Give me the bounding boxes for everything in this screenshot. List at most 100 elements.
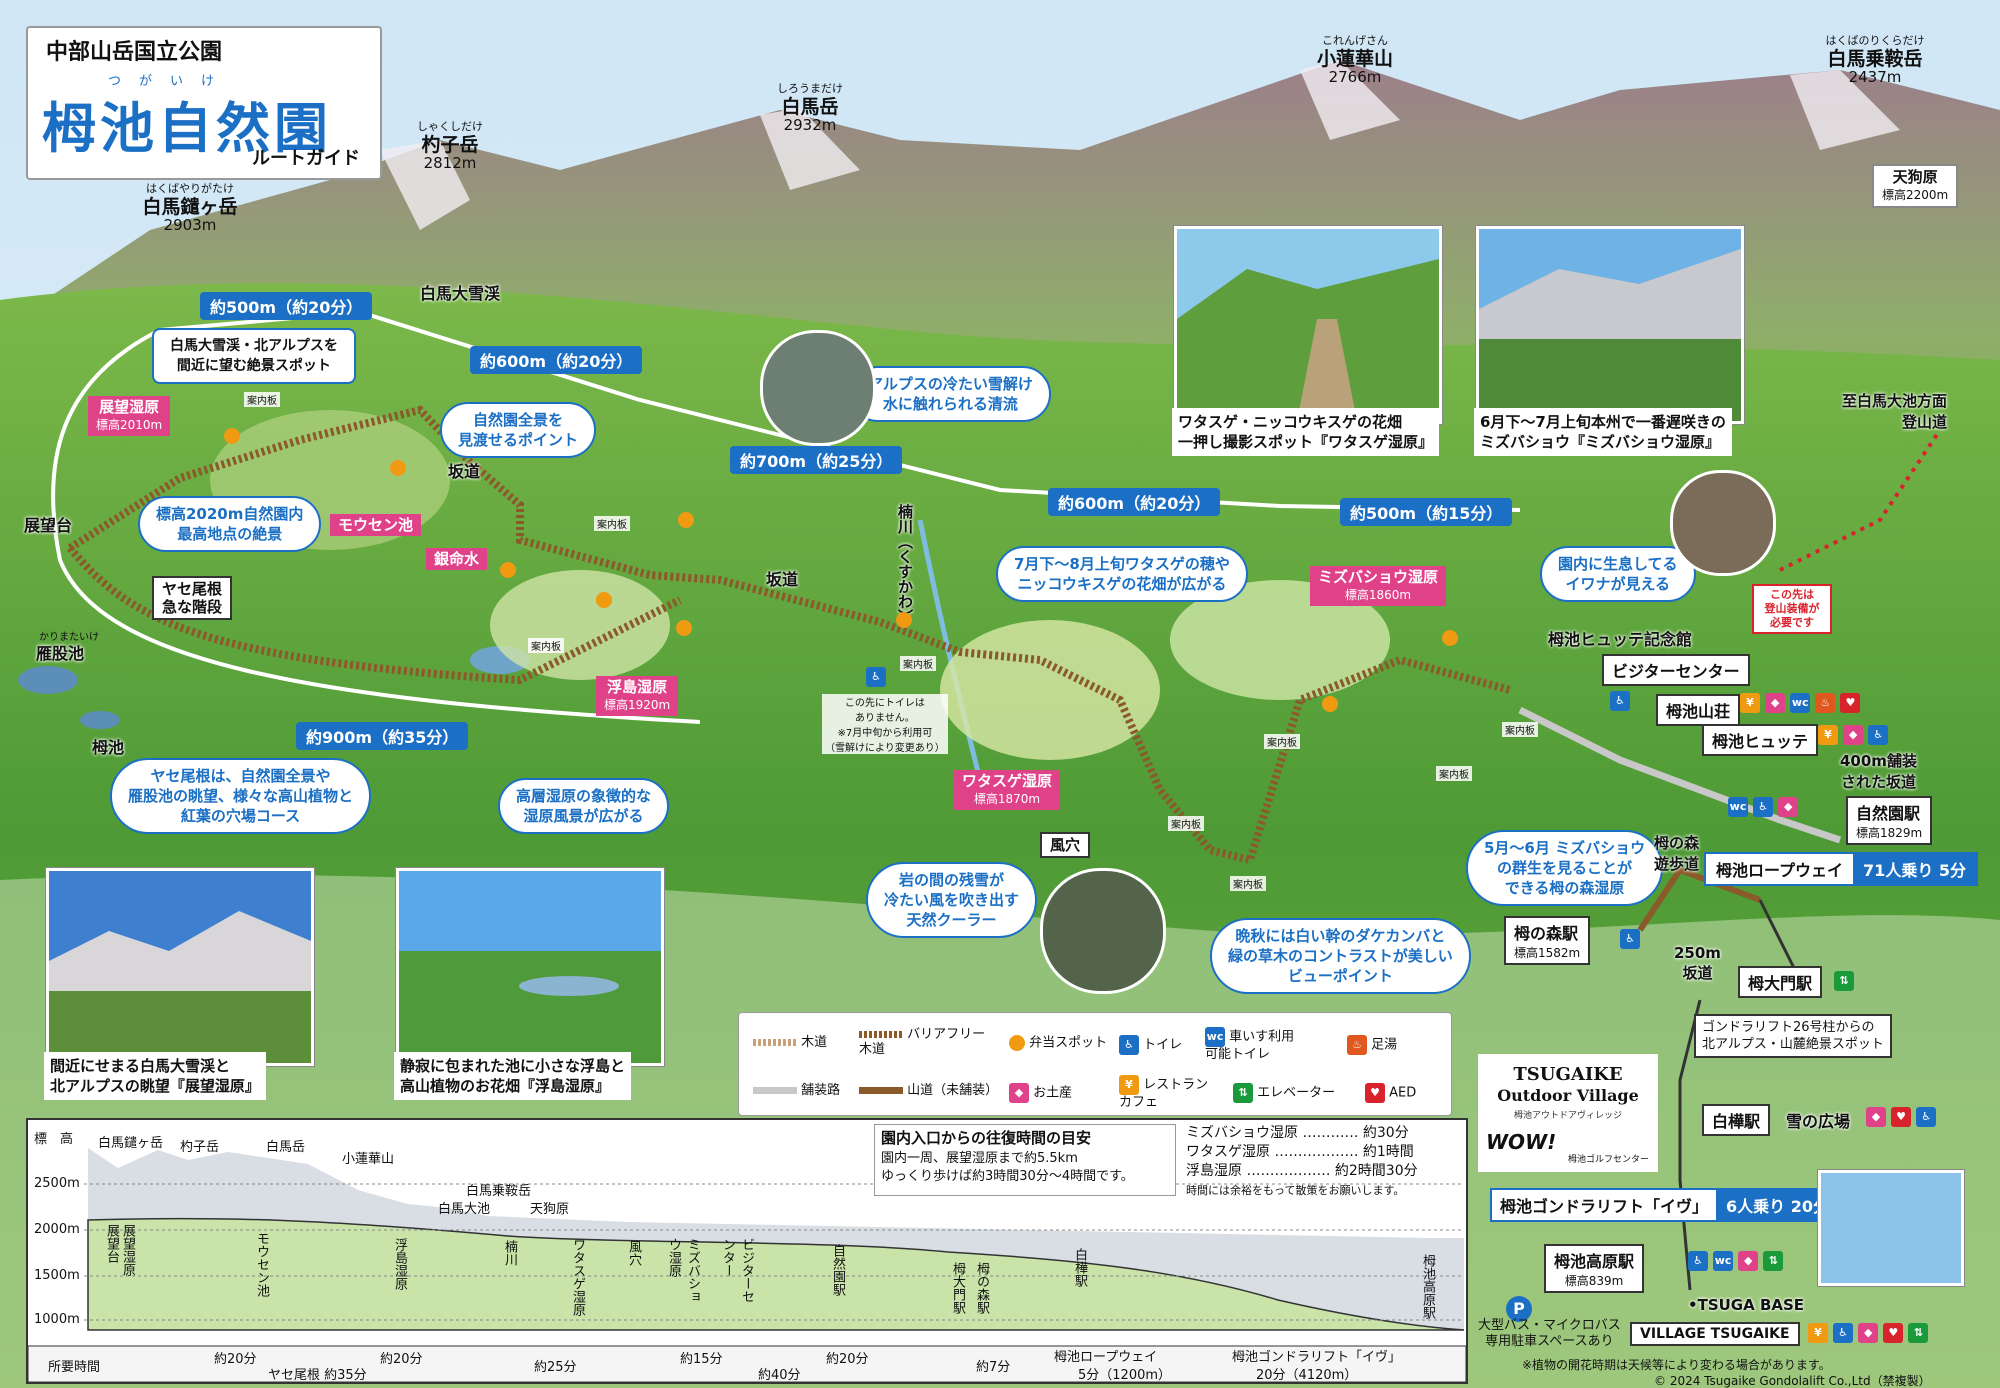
profile-point: 自然園駅 <box>830 1244 845 1296</box>
note-gondola-26: ゴンドラリフト26号柱からの 北アルプス・山麓絶景スポット <box>1694 1014 1892 1058</box>
toilet-icon: ♿ <box>1868 724 1889 745</box>
title-panel: 中部山岳国立公園 つがいけ 栂池自然園 ルートガイド <box>26 26 382 180</box>
photo-watasuge <box>1174 226 1442 424</box>
facility-tsugaoomon-station[interactable]: 栂大門駅 <box>1738 966 1823 998</box>
facility-shizenen-station[interactable]: 自然園駅標高1829m <box>1846 796 1933 845</box>
elevation-profile: 標 高 2500m 2000m 1500m 1000m 白馬鑓ヶ岳 杓子岳 白馬… <box>26 1118 1468 1384</box>
distance-1: 約500m（約20分） <box>200 292 373 320</box>
elevator-icon: ⇅ <box>1763 1250 1784 1271</box>
facility-visitor-center[interactable]: ビジターセンター <box>1602 654 1750 686</box>
gift-icon: ◆ <box>1778 796 1799 817</box>
label-yuki-no-hiroba: 雪の広場 <box>1786 1112 1851 1131</box>
profile-time: 栂池ロープウェイ <box>1054 1350 1158 1365</box>
profile-ytick: 2000m <box>34 1222 80 1237</box>
toilet-icon: ♿ <box>1688 1250 1708 1271</box>
photo-ukishima <box>396 868 664 1066</box>
roundtrip-panel: 園内入口からの往復時間の目安 園内一周、展望湿原まで約5.5km ゆっくり歩けば… <box>874 1124 1176 1196</box>
legend-barrier-free: バリアフリー 木道 <box>859 1027 986 1057</box>
elevator-icon: ⇅ <box>1834 970 1854 991</box>
icon-row-sanso: ¥ ◆ wc ♨ ♥ <box>1740 692 1861 713</box>
bubble-tsuganomori-shitsugen: 5月～6月 ミズバショウ の群生を見ることが できる栂の森湿原 <box>1466 830 1664 906</box>
info-board: 案内板 <box>1168 816 1204 831</box>
route-silhouette <box>87 1217 1465 1331</box>
logo-line2: Outdoor Village <box>1497 1086 1639 1105</box>
facility-tsuganomori-station[interactable]: 栂の森駅標高1582m <box>1504 916 1591 965</box>
caption-watasuge: ワタスゲ・ニッコウキスゲの花畑 一押し撮影スポット『ワタスゲ湿原』 <box>1172 408 1440 456</box>
toilet-icon: ♿ <box>866 666 886 687</box>
spot-ginmeisui[interactable]: 銀命水 <box>426 548 488 570</box>
profile-point: 展望台 <box>104 1224 119 1263</box>
legend-hoso: 舗装路 <box>753 1083 840 1098</box>
legend-sando: 山道（未舗装） <box>859 1083 998 1098</box>
facility-tsugaike-kogen-station[interactable]: 栂池高原駅標高839m <box>1544 1244 1645 1293</box>
ridge-label: 白馬鑓ヶ岳 <box>98 1136 164 1151</box>
profile-time: 5分（1200m） <box>1078 1368 1172 1383</box>
title-main: 栂池自然園 <box>42 97 332 160</box>
facility-village-tsugaike[interactable]: VILLAGE TSUGAIKE <box>1630 1322 1800 1346</box>
ridge-label: 白馬大池 <box>438 1202 491 1217</box>
spot-ukishima-shitsugen[interactable]: 浮島湿原標高1920m <box>596 676 679 716</box>
spot-watasuge-shitsugen[interactable]: ワタスゲ湿原標高1870m <box>954 770 1061 810</box>
bubble-highest-point: 標高2020m自然園内 最高地点の絶景 <box>138 496 322 552</box>
elevator-icon: ⇅ <box>1908 1322 1929 1343</box>
profile-time: 約40分 <box>758 1368 801 1383</box>
facility-shirakaba-station[interactable]: 白樺駅 <box>1702 1104 1771 1136</box>
toilet-icon: ♿ <box>1833 1322 1854 1343</box>
icon-toilet-kusugawa: ♿ <box>866 666 886 687</box>
wheelchair-toilet-icon: wc <box>1790 692 1811 713</box>
toilet-icon: ♿ <box>1610 690 1630 711</box>
gondola-banner[interactable]: 栂池ゴンドラリフト「イヴ」6人乗り 20分 <box>1490 1188 1841 1222</box>
bento-spot-icon <box>1322 696 1338 712</box>
spot-mizubasho-shitsugen[interactable]: ミズバショウ湿原標高1860m <box>1310 566 1447 606</box>
bubble-zenkei: 自然園全景を 見渡せるポイント <box>440 402 597 458</box>
bubble-koso-shitsugen: 高層湿原の象徴的な 湿原風景が広がる <box>498 778 670 834</box>
spot-kaza-ana[interactable]: 風穴 <box>1040 832 1091 858</box>
spot-yase-one[interactable]: ヤセ尾根急な階段 <box>152 576 233 620</box>
bubble-dakekamba: 晩秋には白い幹のダケカンバと 緑の草木のコントラストが美しい ビューポイント <box>1210 918 1471 994</box>
label-tengunohara: 天狗原標高2200m <box>1872 164 1959 208</box>
route-paved <box>1518 706 1842 844</box>
bubble-alps-stream: アルプスの冷たい雪解け 水に触れられる清流 <box>850 366 1051 422</box>
logo-panel: TSUGAIKE Outdoor Village 栂池アウトドアヴィレッジ WO… <box>1478 1054 1658 1172</box>
profile-point: ビジターセンター <box>720 1238 754 1303</box>
photo-gondola <box>1818 1170 1964 1286</box>
roundtrip-item: 浮島湿原 ……………… 約2時間30分 <box>1186 1163 1418 1179</box>
label-tsuganomori-hodo: 栂の森 遊歩道 <box>1654 834 1700 873</box>
logo-wow: WOW! <box>1486 1130 1557 1154</box>
spot-mousen-ike[interactable]: モウセン池 <box>330 514 422 536</box>
distance-4: 約600m（約20分） <box>1048 488 1221 516</box>
legend-mokudo: 木道 <box>753 1035 827 1050</box>
icon-row-tsuganomori: ♿ <box>1620 928 1640 949</box>
profile-time: 約20分 <box>380 1352 423 1367</box>
profile-time: 20分（4120m） <box>1256 1368 1358 1383</box>
facility-tsugaike-hutte[interactable]: 栂池ヒュッテ <box>1702 724 1819 756</box>
roundtrip-list: ミズバショウ湿原 ………… 約30分 ワタスゲ湿原 ……………… 約1時間 浮島… <box>1186 1124 1436 1200</box>
profile-point: ワタスゲ湿原 <box>570 1238 585 1316</box>
profile-time: 約15分 <box>680 1352 723 1367</box>
distance-2: 約600m（約20分） <box>470 346 643 374</box>
label-tsugaike-pond: 栂池 <box>92 738 125 757</box>
icon-row-oomon: ⇅ <box>1834 970 1854 991</box>
route-oike-trail <box>1779 428 1942 572</box>
icon-row-kogen: ♿ wc ◆ ⇅ <box>1688 1250 1784 1271</box>
caption-tenbo: 間近にせまる白馬大雪渓と 北アルプスの眺望『展望湿原』 <box>44 1052 266 1100</box>
info-board: 案内板 <box>594 516 630 531</box>
parking-icon: P <box>1506 1296 1532 1322</box>
bento-spot-icon <box>1009 1035 1025 1051</box>
legend-toilet: ♿ トイレ <box>1119 1035 1182 1055</box>
facility-tsugaike-sanso[interactable]: 栂池山荘 <box>1656 694 1741 726</box>
spot-tenbo-shitsugen[interactable]: 展望湿原標高2010m <box>88 396 171 436</box>
label-tenbodai: 展望台 <box>24 516 73 535</box>
bubble-kaza-ana: 岩の間の残雪が 冷たい風を吹き出す 天然クーラー <box>866 862 1038 938</box>
toilet-icon: ♿ <box>1916 1106 1937 1127</box>
legend-ashiyu: ♨ 足湯 <box>1347 1035 1397 1055</box>
bubble-daisekkei-view: 白馬大雪渓・北アルプスを 間近に望む絶景スポット <box>152 328 356 384</box>
photo-tenbo <box>46 868 314 1066</box>
profile-ytick: 1500m <box>34 1268 80 1283</box>
ridge-label: 白馬乗鞍岳 <box>466 1184 532 1199</box>
photo-stream-round <box>760 330 876 446</box>
wheelchair-toilet-icon: wc <box>1205 1027 1225 1047</box>
